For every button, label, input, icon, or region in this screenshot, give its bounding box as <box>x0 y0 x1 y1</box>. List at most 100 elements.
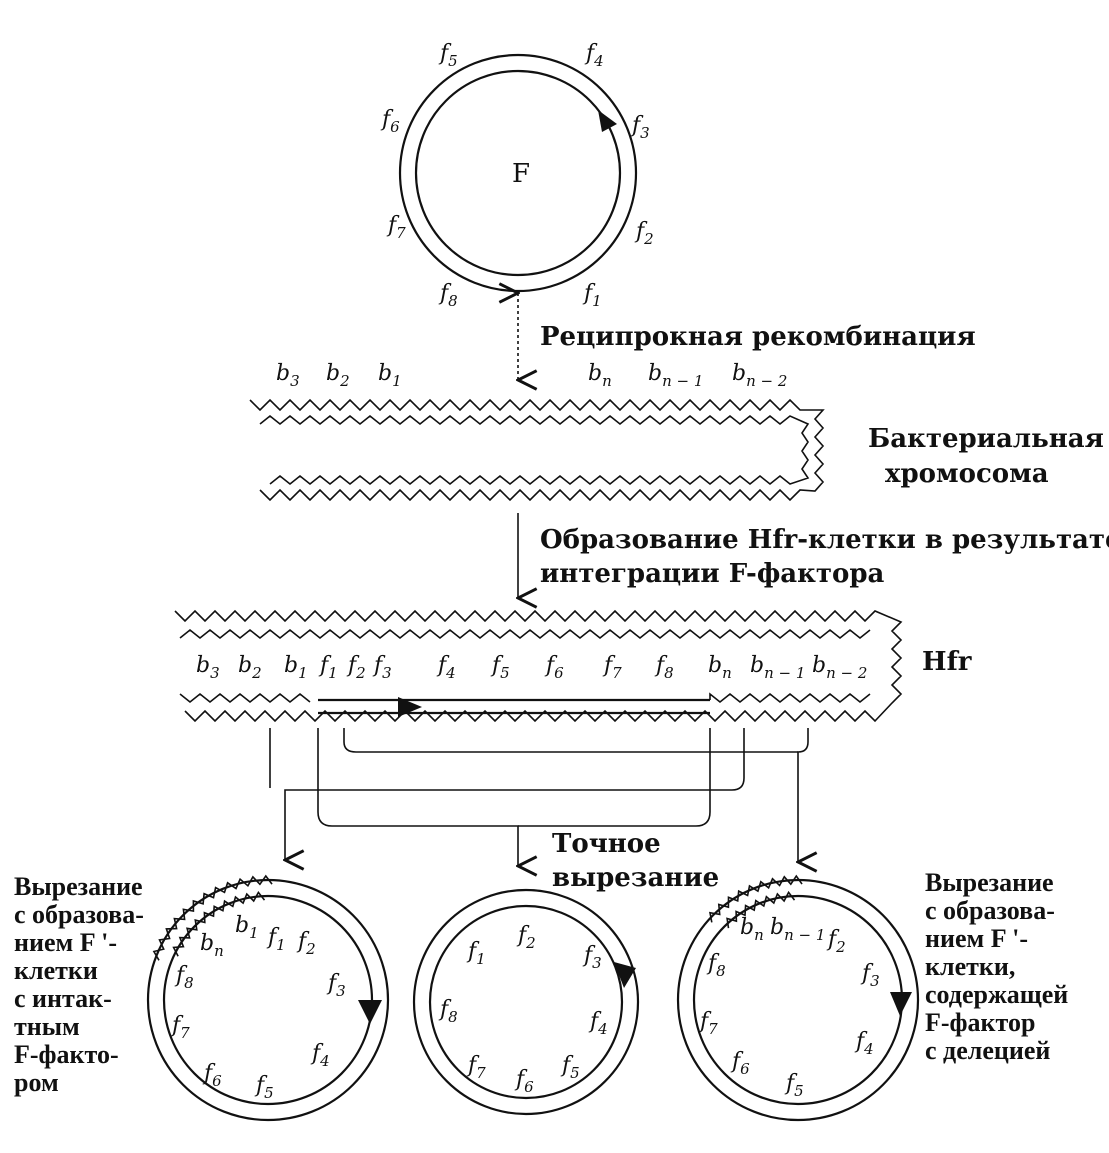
hfr-gene-b2-1: b2 <box>238 653 262 682</box>
middle-gene-f8-3: f8 <box>438 997 458 1026</box>
chromosome-gene-left-2: b1 <box>378 361 402 390</box>
precise-excision-line2: вырезание <box>552 863 719 893</box>
middle-gene-f3-2: f3 <box>582 943 602 972</box>
left-gene-f1-2: f1 <box>266 925 286 954</box>
chromosome-gene-left-0: b3 <box>276 361 300 390</box>
right-chromosomal-insert <box>709 874 803 929</box>
hfr-gene-f4-6: f4 <box>436 653 456 682</box>
right-caption-line-2: нием F '- <box>925 924 1029 953</box>
left-chromosomal-insert <box>152 874 273 961</box>
hfr-gene-f1-3: f1 <box>318 653 338 682</box>
left-gene-b1-1: b1 <box>235 913 259 942</box>
right-outer-ring <box>676 878 920 1122</box>
hfr-inner-bottom-edge <box>179 692 871 704</box>
left-caption-line-2: нием F '- <box>14 928 118 957</box>
left-gene-f2-3: f2 <box>296 929 316 958</box>
left-caption-line-4: с интак- <box>14 984 112 1013</box>
hfr-gene-b3-0: b3 <box>196 653 220 682</box>
left-caption-line-6: F-факто- <box>14 1040 119 1069</box>
recombination-label: Реципрокная рекомбинация <box>540 322 976 352</box>
hfr-gene-f5-7: f5 <box>490 653 510 682</box>
right-caption-line-0: Вырезание <box>925 868 1054 897</box>
chromosome-inner-edge <box>259 414 810 486</box>
hfr-inner-top-edge <box>179 628 871 640</box>
f-plasmid-center-label: F <box>512 159 530 189</box>
middle-gene-f7-5: f7 <box>466 1053 486 1082</box>
right-gene-f5-8: f5 <box>784 1071 804 1100</box>
left-gene-f5-9: f5 <box>254 1073 274 1102</box>
integration-label-line2: интеграции F-фактора <box>540 559 885 589</box>
connector-right <box>798 728 808 862</box>
chromosome-outer-edge <box>249 398 825 502</box>
f-plasmid-gene-f6-2: f6 <box>380 107 400 136</box>
chromosome-gene-left-1: b2 <box>326 361 350 390</box>
middle-gene-f5-7: f5 <box>560 1053 580 1082</box>
left-gene-f6-8: f6 <box>202 1061 222 1090</box>
precise-excision-line1: Точное <box>552 829 661 859</box>
hfr-gene-f7-9: f7 <box>602 653 622 682</box>
f-plasmid-gene-f1-7: f1 <box>582 281 602 310</box>
hfr-gene-bn-11: bn <box>708 653 732 682</box>
connector-left <box>285 728 745 860</box>
right-caption-line-6: с делецией <box>925 1036 1051 1065</box>
left-caption-line-1: с образова- <box>14 900 144 929</box>
f-plasmid-gene-f2-5: f2 <box>634 219 654 248</box>
f-plasmid-gene-f8-6: f8 <box>438 281 458 310</box>
chromosome-gene-right-0: bn <box>588 361 612 390</box>
left-caption-line-7: ром <box>14 1068 59 1097</box>
right-caption-line-3: клетки, <box>925 952 1016 981</box>
right-caption-line-1: с образова- <box>925 896 1055 925</box>
hfr-label: Hfr <box>922 647 972 677</box>
left-gene-f7-6: f7 <box>170 1013 190 1042</box>
right-caption-line-5: F-фактор <box>925 1008 1036 1037</box>
hfr-gene-b1-2: b1 <box>284 653 308 682</box>
hfr-gene-f3-5: f3 <box>372 653 392 682</box>
chromosome-gene-right-1: bn − 1 <box>648 361 703 390</box>
left-caption-line-0: Вырезание <box>14 872 143 901</box>
right-gene-f3-4: f3 <box>860 961 880 990</box>
connector-right-top <box>343 728 798 753</box>
middle-outer-ring <box>412 888 640 1116</box>
chromosome-label-line1: Бактериальная <box>868 424 1104 454</box>
f-plasmid-inner-ring <box>414 69 622 277</box>
hfr-direction-arrow <box>398 697 422 717</box>
middle-direction-arrow <box>614 962 636 988</box>
hfr-gene-f8-10: f8 <box>654 653 674 682</box>
right-gene-f4-6: f4 <box>854 1029 874 1058</box>
middle-gene-f2-1: f2 <box>516 923 536 952</box>
left-gene-f3-5: f3 <box>326 971 346 1000</box>
left-gene-f4-7: f4 <box>310 1041 330 1070</box>
right-gene-bn-0: bn <box>740 915 764 944</box>
hfr-gene-f2-4: f2 <box>346 653 366 682</box>
right-gene-bn1-1: bn − 1 <box>770 915 825 944</box>
hfr-outer-edge <box>174 609 903 723</box>
right-gene-f8-3: f8 <box>706 951 726 980</box>
left-gene-f8-4: f8 <box>174 963 194 992</box>
f-plasmid-direction-arrow <box>598 110 617 132</box>
right-gene-f6-7: f6 <box>730 1049 750 1078</box>
integration-label-line1: Образование Hfr-клетки в результате <box>540 525 1109 555</box>
chromosome-label-line2: хромосома <box>885 459 1049 489</box>
f-plasmid-gene-f3-3: f3 <box>630 113 650 142</box>
f-plasmid-gene-f4-1: f4 <box>584 41 604 70</box>
hfr-gene-bn2-13: bn − 2 <box>812 653 867 682</box>
connector-middle-right <box>518 728 711 827</box>
left-direction-arrow <box>358 1000 382 1024</box>
right-gene-f2-2: f2 <box>826 927 846 956</box>
excision-connectors <box>269 728 808 866</box>
hfr-gene-f6-8: f6 <box>544 653 564 682</box>
right-direction-arrow <box>890 992 912 1016</box>
middle-gene-f1-0: f1 <box>466 939 486 968</box>
